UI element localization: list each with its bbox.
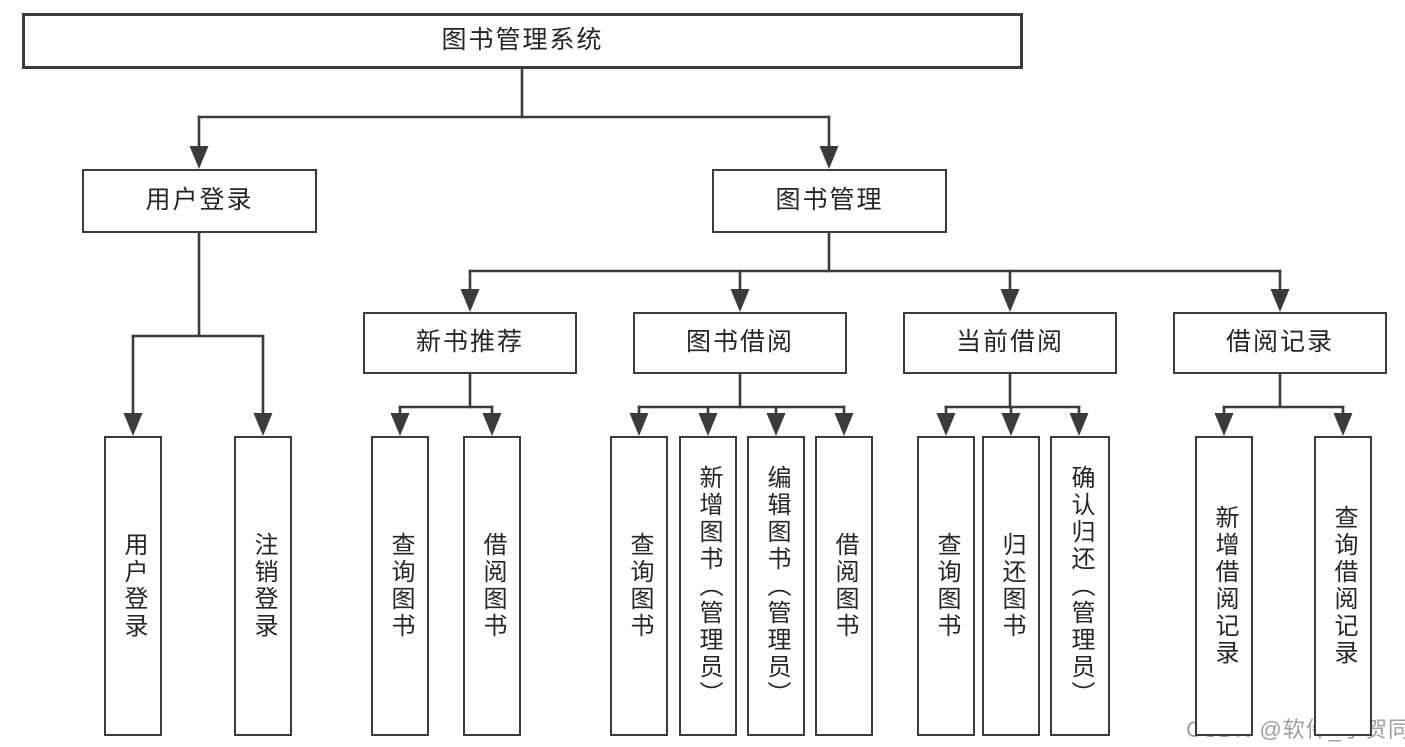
node-borrow-books: 借阅图书 <box>463 436 521 736</box>
node-query-books: 查询图书 <box>610 436 668 736</box>
node-query-books: 查询图书 <box>371 436 429 736</box>
node-book-management: 图书管理 <box>712 169 947 233</box>
node-label: 新书推荐 <box>415 328 524 357</box>
node-label: 借阅图书 <box>831 532 858 640</box>
node-user-login-item: 用户登录 <box>104 436 162 736</box>
node-label: 借阅图书 <box>479 532 506 640</box>
node-query-books: 查询图书 <box>917 436 975 736</box>
node-current-borrowing: 当前借阅 <box>903 312 1117 374</box>
node-edit-books-admin: 编辑图书（管理员） <box>747 436 805 736</box>
node-label: 用户登录 <box>145 186 254 215</box>
node-label: 新增图书（管理员） <box>695 464 722 708</box>
node-label: 确认归还（管理员） <box>1067 464 1094 708</box>
node-label: 查询图书 <box>933 532 960 640</box>
node-label: 图书管理 <box>775 186 884 215</box>
node-label: 新增借阅记录 <box>1211 505 1238 667</box>
node-query-borrowing-record: 查询借阅记录 <box>1314 436 1372 736</box>
node-label: 编辑图书（管理员） <box>763 464 790 708</box>
node-library-system: 图书管理系统 <box>22 13 1023 69</box>
node-new-book-recommendation: 新书推荐 <box>363 312 577 374</box>
node-logout-item: 注销登录 <box>234 436 292 736</box>
node-label: 借阅记录 <box>1225 328 1334 357</box>
node-book-borrowing: 图书借阅 <box>633 312 847 374</box>
node-borrowing-records: 借阅记录 <box>1173 312 1387 374</box>
node-label: 查询图书 <box>626 532 653 640</box>
node-borrow-books: 借阅图书 <box>815 436 873 736</box>
node-return-books: 归还图书 <box>982 436 1040 736</box>
node-add-books-admin: 新增图书（管理员） <box>679 436 737 736</box>
node-label: 归还图书 <box>998 532 1025 640</box>
node-label: 注销登录 <box>250 532 277 640</box>
node-label: 查询借阅记录 <box>1330 505 1357 667</box>
node-label: 用户登录 <box>120 532 147 640</box>
node-label: 图书借阅 <box>685 328 794 357</box>
node-label: 图书管理系统 <box>441 26 604 55</box>
node-label: 查询图书 <box>387 532 414 640</box>
node-user-login: 用户登录 <box>82 169 317 233</box>
node-label: 当前借阅 <box>955 328 1064 357</box>
node-add-borrowing-record: 新增借阅记录 <box>1195 436 1253 736</box>
node-confirm-return-admin: 确认归还（管理员） <box>1050 436 1110 736</box>
